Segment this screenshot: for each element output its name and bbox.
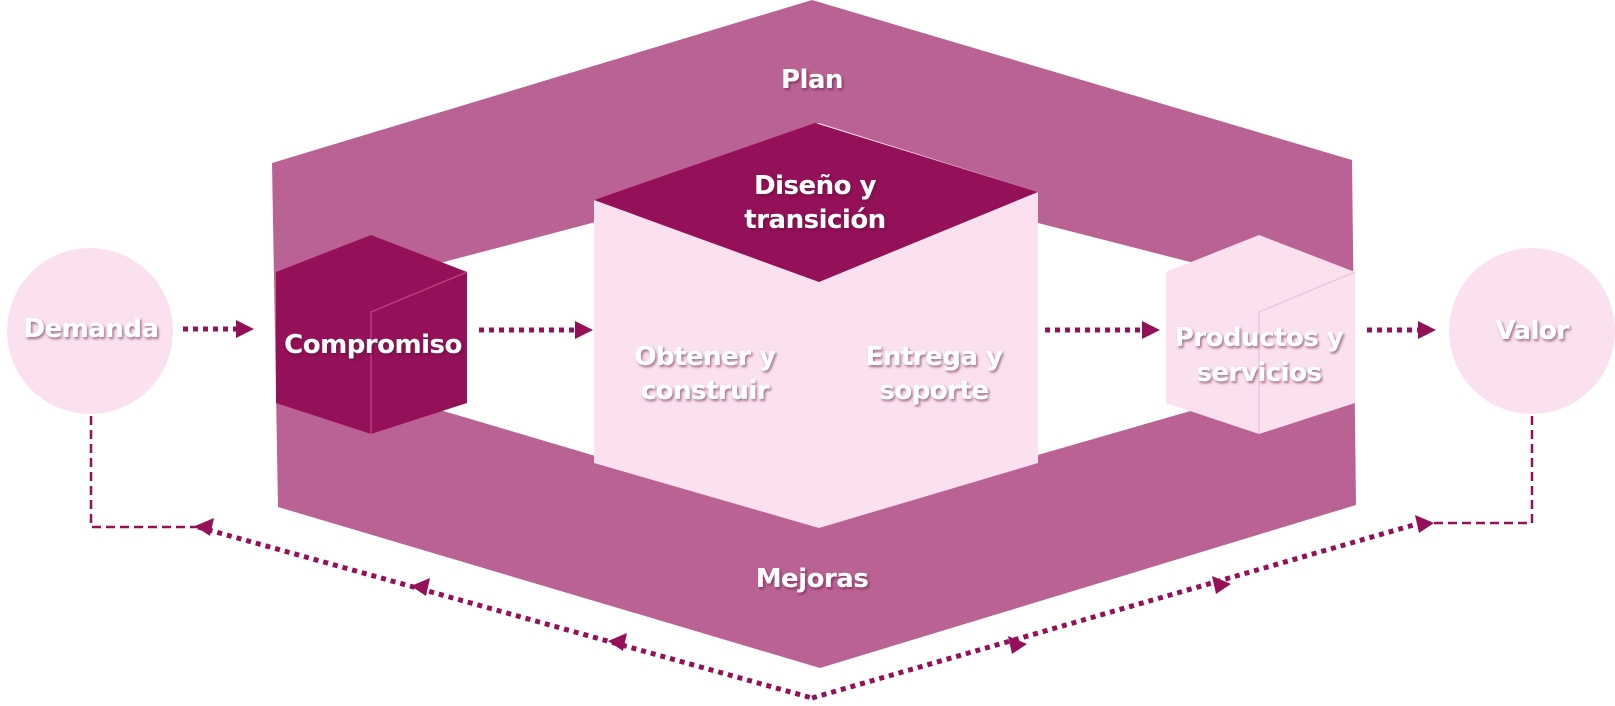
productos-cube-edge [1258, 271, 1356, 434]
valor-circle [1449, 248, 1615, 414]
entrega-label-line1: Entrega y [866, 342, 1003, 372]
improvement-loop-left [197, 524, 813, 701]
entrega-label-line2: soporte [879, 376, 988, 406]
improvement-loop-right [811, 519, 1425, 701]
demanda-circle [7, 248, 173, 414]
valor-label: Valor [1495, 316, 1569, 346]
mejoras-label: Mejoras [756, 564, 869, 594]
diseno-transicion-diamond [594, 123, 1038, 282]
feedback-line-valor [1432, 416, 1534, 525]
flow-arrow-productos-valor-head [1418, 321, 1436, 339]
obtener-label-line2: construir [641, 376, 770, 406]
diseno-label-line1: Diseño y [754, 171, 877, 201]
obtener-label-line1: Obtener y [634, 342, 776, 372]
loop-arrow-right-1 [1008, 636, 1027, 654]
loop-arrow-left-2 [411, 578, 430, 596]
diseno-label-line2: transición [744, 205, 885, 235]
productos-cube [1166, 235, 1355, 434]
loop-arrow-right-3 [1415, 515, 1434, 533]
productos-label-line2: servicios [1197, 358, 1322, 388]
compromiso-cube-edge [370, 271, 468, 434]
plan-label: Plan [781, 65, 843, 95]
loop-arrow-right-2 [1212, 576, 1231, 594]
loop-arrow-left-3 [608, 633, 627, 651]
flow-arrow-compromiso-centro-head [575, 321, 593, 339]
flow-arrow-centro-productos-head [1142, 321, 1160, 339]
loop-arrow-left-1 [195, 518, 214, 536]
outer-hexagon-band [272, 0, 1356, 668]
productos-label-line1: Productos y [1175, 323, 1344, 353]
flow-arrow-demanda-compromiso-head [236, 320, 254, 338]
demanda-label: Demanda [23, 314, 158, 344]
compromiso-label: Compromiso [284, 330, 462, 360]
feedback-line-demanda [89, 416, 198, 529]
